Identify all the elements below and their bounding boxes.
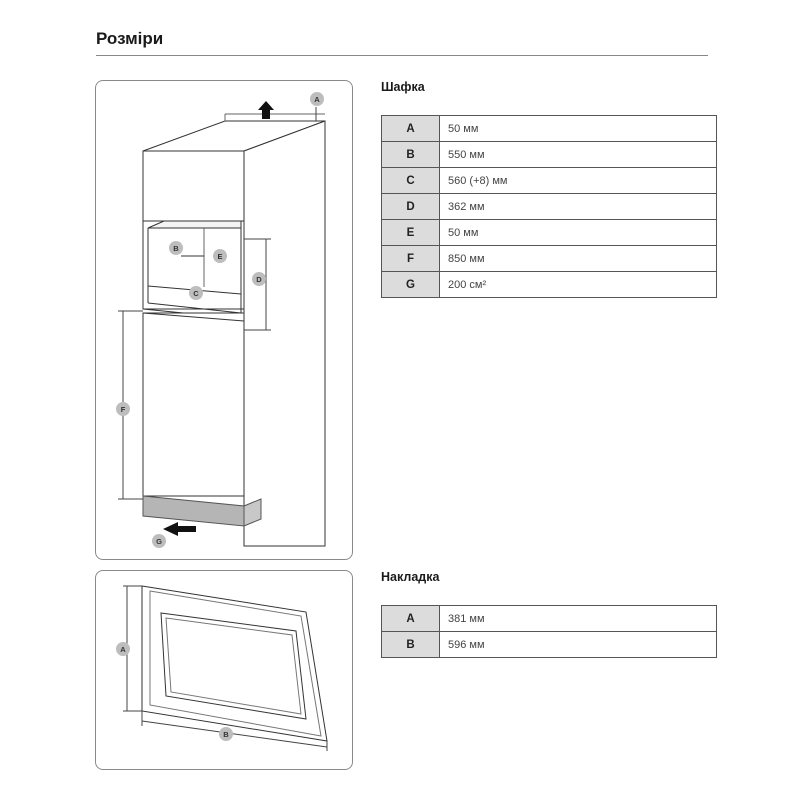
svg-text:A: A bbox=[120, 645, 126, 654]
dim-label-a: A bbox=[310, 92, 324, 106]
table-row: E 50 мм bbox=[381, 219, 717, 246]
dim-label-g: G bbox=[152, 534, 166, 548]
row-value: 550 мм bbox=[439, 141, 717, 168]
dim-label-f: F bbox=[116, 402, 130, 416]
row-key: D bbox=[381, 193, 440, 220]
row-value: 850 мм bbox=[439, 245, 717, 272]
table-row: C 560 (+8) мм bbox=[381, 167, 717, 194]
svg-text:C: C bbox=[193, 289, 199, 298]
svg-text:G: G bbox=[156, 537, 162, 546]
table-row: B 596 мм bbox=[381, 631, 717, 658]
table-row: D 362 мм bbox=[381, 193, 717, 220]
dim-label-b: B bbox=[219, 727, 233, 741]
cabinet-diagram: A B E C D F G bbox=[116, 92, 326, 548]
row-key: A bbox=[381, 115, 440, 142]
svg-text:D: D bbox=[256, 275, 262, 284]
svg-text:B: B bbox=[223, 730, 229, 739]
row-value: 50 мм bbox=[439, 219, 717, 246]
title-divider bbox=[96, 55, 708, 56]
table-row: B 550 мм bbox=[381, 141, 717, 168]
row-key: A bbox=[381, 605, 440, 632]
table-row: A 381 мм bbox=[381, 605, 717, 632]
row-key: C bbox=[381, 167, 440, 194]
row-key: G bbox=[381, 271, 440, 298]
table-row: G 200 см² bbox=[381, 271, 717, 298]
svg-text:F: F bbox=[121, 405, 126, 414]
cabinet-section-title: Шафка bbox=[381, 80, 425, 94]
dim-label-a: A bbox=[116, 642, 130, 656]
cabinet-diagram-panel: A B E C D F G bbox=[95, 80, 353, 560]
dim-label-b: B bbox=[169, 241, 183, 255]
svg-text:B: B bbox=[173, 244, 179, 253]
dim-label-e: E bbox=[213, 249, 227, 263]
row-value: 362 мм bbox=[439, 193, 717, 220]
trim-section-title: Накладка bbox=[381, 570, 440, 584]
row-key: B bbox=[381, 631, 440, 658]
dim-label-c: C bbox=[189, 286, 203, 300]
svg-text:A: A bbox=[314, 95, 320, 104]
trim-dimensions-table: A 381 мм B 596 мм bbox=[381, 605, 717, 658]
row-value: 50 мм bbox=[439, 115, 717, 142]
cabinet-dimensions-table: A 50 мм B 550 мм C 560 (+8) мм D 362 мм … bbox=[381, 115, 717, 298]
svg-text:E: E bbox=[217, 252, 222, 261]
trim-diagram-panel: A B bbox=[95, 570, 353, 770]
dim-label-d: D bbox=[252, 272, 266, 286]
table-row: A 50 мм bbox=[381, 115, 717, 142]
row-key: B bbox=[381, 141, 440, 168]
table-row: F 850 мм bbox=[381, 245, 717, 272]
row-key: F bbox=[381, 245, 440, 272]
row-value: 381 мм bbox=[439, 605, 717, 632]
row-key: E bbox=[381, 219, 440, 246]
trim-diagram: A B bbox=[116, 585, 328, 751]
row-value: 200 см² bbox=[439, 271, 717, 298]
page-title: Розміри bbox=[96, 29, 164, 48]
row-value: 560 (+8) мм bbox=[439, 167, 717, 194]
row-value: 596 мм bbox=[439, 631, 717, 658]
